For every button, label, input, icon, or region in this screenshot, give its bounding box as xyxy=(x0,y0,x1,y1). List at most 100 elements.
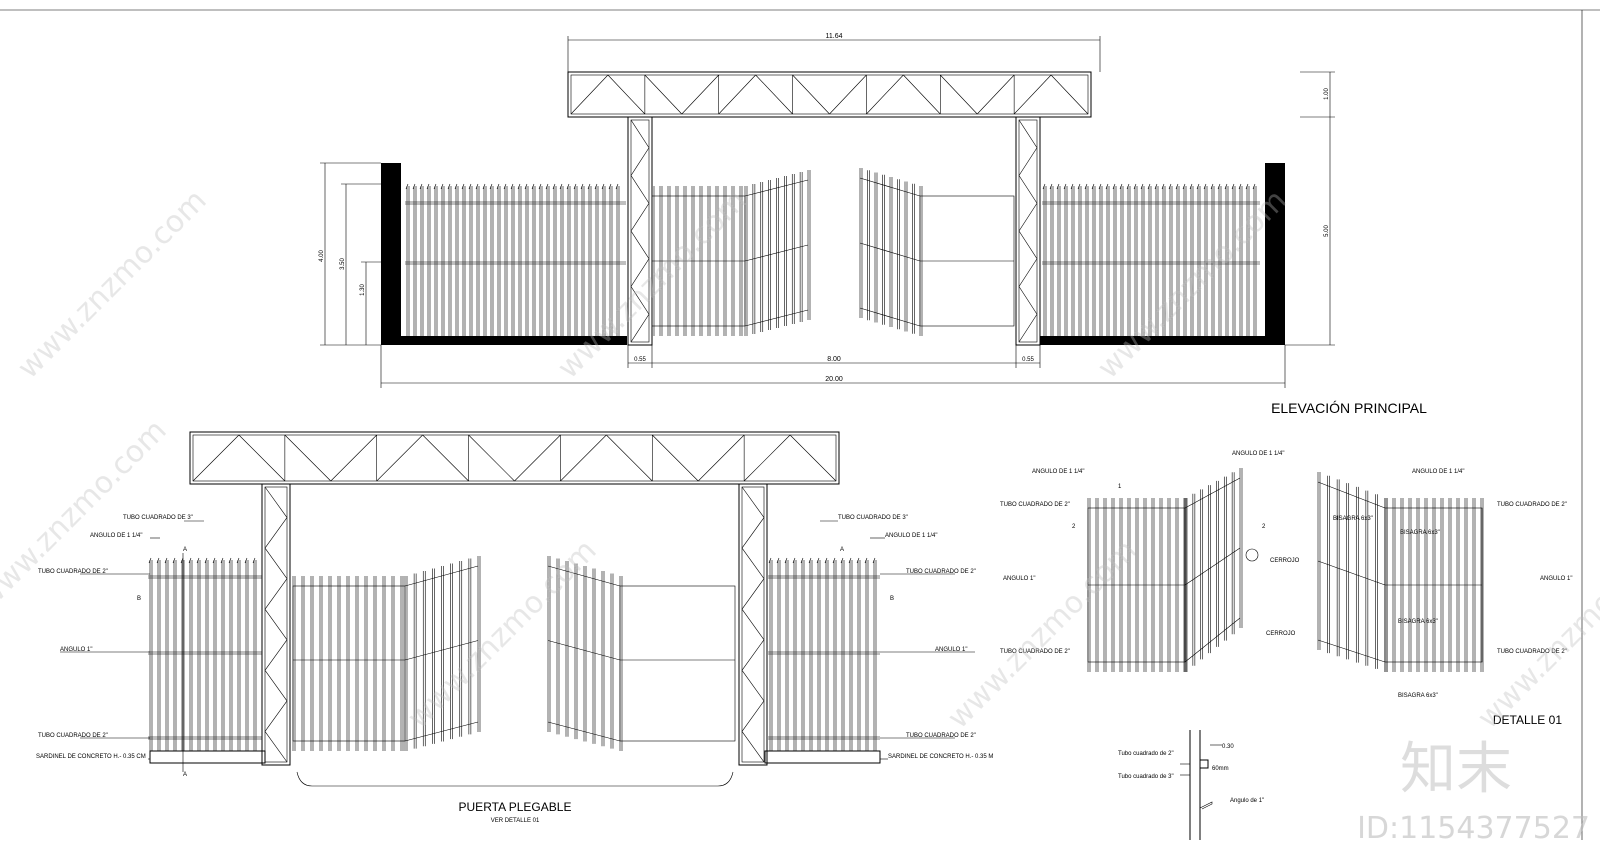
picket-tip xyxy=(800,557,804,564)
truss-diagonal xyxy=(940,74,978,115)
truss-diagonal xyxy=(718,74,756,115)
column-outline xyxy=(738,483,768,766)
det-bisagra-3: BISAGRA 6x3" xyxy=(1398,619,1438,625)
detail-right-gate xyxy=(1317,472,1484,672)
column-brace xyxy=(1018,147,1038,176)
truss-diagonal xyxy=(792,74,830,115)
column-brace xyxy=(741,517,765,549)
picket-tip xyxy=(856,557,860,564)
picket-tip xyxy=(1189,183,1193,190)
column-inner xyxy=(264,486,288,763)
picket-tip xyxy=(1196,183,1200,190)
gate-angled-top xyxy=(404,565,479,587)
puerta-plegable: TUBO CUADRADO DE 3" ANGULO DE 1 1/4" TUB… xyxy=(36,431,993,824)
picket-tip xyxy=(608,183,612,190)
column-outline xyxy=(261,483,291,766)
detail-angled-bottom xyxy=(1317,639,1386,663)
gate-angled-rail xyxy=(744,244,809,262)
left-folding-gate xyxy=(651,170,811,336)
det-right-angulo1: ANGULO 1" xyxy=(1540,576,1572,582)
picket-tip xyxy=(1140,183,1144,190)
picket-tip xyxy=(236,557,240,564)
sec-d60: 60mm xyxy=(1212,766,1229,772)
dim-h-left-outer: 4.00 xyxy=(319,250,325,262)
column-brace xyxy=(741,578,765,610)
det-bisagra-4: BISAGRA 6x3" xyxy=(1398,693,1438,699)
picket-tip xyxy=(1238,183,1242,190)
right-folding-gate xyxy=(859,168,1015,336)
section-mark-a-bottom-left: A xyxy=(183,772,187,778)
picket-tip xyxy=(405,183,409,190)
sardinel-right xyxy=(764,750,881,764)
det-right-tubo2-bottom: TUBO CUADRADO DE 2" xyxy=(1497,649,1567,655)
picket-tip xyxy=(792,557,796,564)
fold-right-tubo2-bottom: TUBO CUADRADO DE 2" xyxy=(906,733,976,739)
dim-h-left-low: 1.30 xyxy=(360,284,366,296)
truss-diagonal xyxy=(192,434,240,482)
truss-diagonal xyxy=(607,74,646,115)
gate-span-brace xyxy=(296,771,734,787)
picket-tip xyxy=(1245,183,1249,190)
truss-diagonal xyxy=(284,434,331,482)
det-right-tubo2-top: TUBO CUADRADO DE 2" xyxy=(1497,502,1567,508)
fold-right-tubo3: TUBO CUADRADO DE 3" xyxy=(838,515,908,521)
det-cerrojo-1: CERROJO xyxy=(1270,558,1300,564)
folding-gate-right xyxy=(547,556,736,751)
watermark-site-7: www.znzmo.com xyxy=(1471,533,1600,736)
dim-total-width: 20.00 xyxy=(825,376,843,383)
detalle-01: ANGULO DE 1 1/4" ANGULO DE 1 1/4" TUBO C… xyxy=(1000,451,1572,840)
picket-tip xyxy=(212,557,216,564)
det-cerrojo-2: CERROJO xyxy=(1266,631,1296,637)
picket-tip xyxy=(776,557,780,564)
picket-tip xyxy=(1224,183,1228,190)
truss-diagonal xyxy=(570,74,609,115)
picket-tip xyxy=(156,557,160,564)
gate-angled-bottom xyxy=(859,307,921,327)
det-mark-2-right: 2 xyxy=(1262,524,1266,530)
dim-h-right-main: 5.00 xyxy=(1324,225,1330,237)
picket-tip xyxy=(426,183,430,190)
watermark-site-4: www.znzmo.com xyxy=(401,533,604,736)
truss-diagonal xyxy=(560,434,607,482)
dimension-top: 11.64 xyxy=(567,33,1101,72)
left-base-wall xyxy=(381,336,627,345)
dim-h-left-inner: 3.50 xyxy=(340,258,346,270)
column-brace xyxy=(1018,286,1038,315)
section-mark-a-top-left: A xyxy=(183,547,187,553)
picket-tip xyxy=(148,557,152,564)
picket-tip xyxy=(180,557,184,564)
column-outline xyxy=(1015,116,1041,346)
detail-angled-top xyxy=(1184,477,1241,509)
dim-col-left: 0.55 xyxy=(634,357,646,363)
watermark-site-3: www.znzmo.com xyxy=(1091,183,1294,386)
folding-column-left xyxy=(261,483,291,766)
det-mark-1: 1 xyxy=(1118,484,1122,490)
cerrojo-circle xyxy=(1245,548,1259,562)
right-end-post xyxy=(1265,163,1285,343)
truss-diagonal xyxy=(976,74,1015,115)
picket-tip xyxy=(412,183,416,190)
truss-diagonal xyxy=(606,434,653,482)
detail-angled-bottom xyxy=(1184,617,1241,663)
picket-tip xyxy=(784,557,788,564)
picket-tip xyxy=(1126,183,1130,190)
picket-tip xyxy=(580,183,584,190)
picket-tip xyxy=(768,557,772,564)
picket-tip xyxy=(872,557,876,564)
picket-tip xyxy=(864,557,868,564)
picket-tip xyxy=(1175,183,1179,190)
det-left-angulo1: ANGULO 1" xyxy=(1003,576,1035,582)
det-bisagra-2: BISAGRA 6x3" xyxy=(1400,530,1440,536)
column-brace xyxy=(264,731,288,763)
picket-tip xyxy=(454,183,458,190)
det-left-angulo114b: ANGULO DE 1 1/4" xyxy=(1232,451,1284,457)
truss-diagonal xyxy=(514,434,561,482)
picket-tip xyxy=(594,183,598,190)
picket-tip xyxy=(538,183,542,190)
picket-tip xyxy=(1252,183,1256,190)
watermark-site-5: www.znzmo.com xyxy=(941,533,1144,736)
truss-diagonal xyxy=(330,434,377,482)
det-left-tubo2-bottom: TUBO CUADRADO DE 2" xyxy=(1000,649,1070,655)
picket-tip xyxy=(545,183,549,190)
det-left-angulo114: ANGULO DE 1 1/4" xyxy=(1032,469,1084,475)
